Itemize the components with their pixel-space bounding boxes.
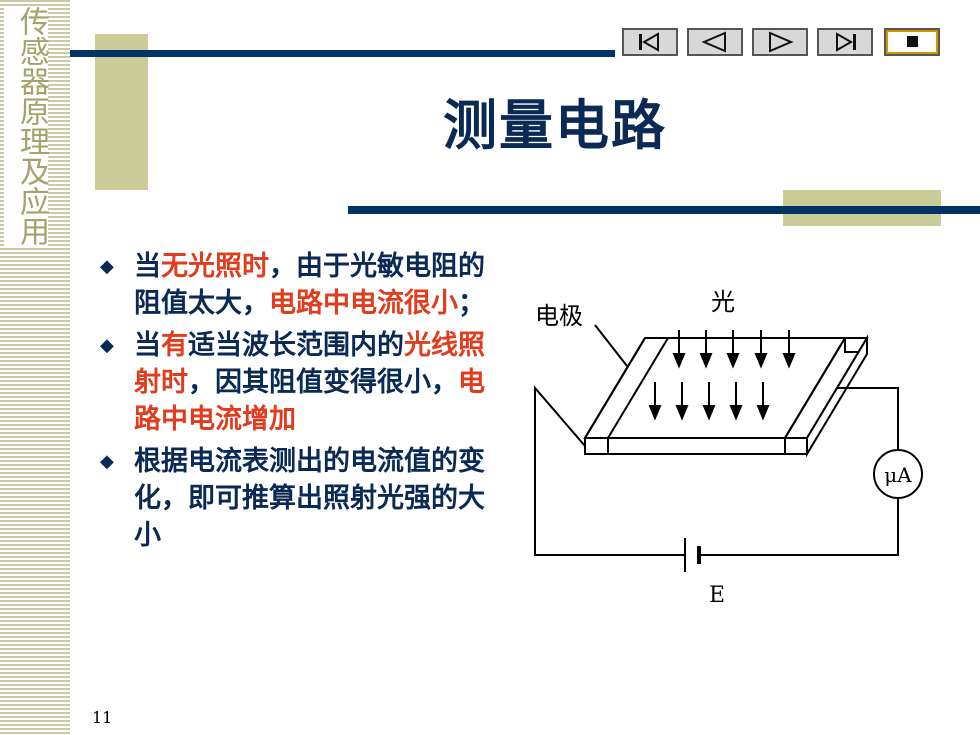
- header-rule: [70, 50, 615, 57]
- bullet-item: ◆ 当有适当波长范围内的光线照射时，因其阻值变得很小，电路中电流增加: [98, 327, 498, 438]
- page-number: 11: [92, 708, 113, 727]
- nav-next-button[interactable]: [752, 28, 808, 56]
- nav-previous-button[interactable]: [687, 28, 743, 56]
- title-rule: [348, 206, 980, 214]
- photoresistor-front-face: [584, 437, 808, 455]
- diamond-bullet-icon: ◆: [100, 451, 114, 472]
- bullet-item: ◆ 根据电流表测出的电流值的变化，即可推算出照射光强的大小: [98, 443, 498, 554]
- ammeter-label: μA: [884, 463, 912, 487]
- decor-block-left: [95, 34, 148, 190]
- nav-first-button[interactable]: [622, 28, 678, 56]
- photoresistor-circuit-diagram: 电极 光 μA E: [534, 288, 923, 608]
- previous-slide-icon: [701, 31, 726, 53]
- light-label: 光: [711, 288, 735, 316]
- ammeter-circle: [873, 449, 923, 499]
- electrode-label: 电极: [535, 302, 583, 330]
- first-slide-icon: [639, 32, 659, 52]
- diamond-bullet-icon: ◆: [100, 256, 114, 277]
- left-wire: [534, 385, 685, 556]
- slide-title: 测量电路: [443, 93, 667, 157]
- photoresistor-top-face: [583, 337, 847, 439]
- stop-icon: [888, 32, 936, 52]
- right-wire: [837, 387, 899, 450]
- diamond-bullet-icon: ◆: [100, 335, 114, 356]
- next-slide-icon: [769, 31, 794, 53]
- nav-stop-button[interactable]: [884, 28, 940, 56]
- bullet-list: ◆ 当无光照时，由于光敏电阻的阻值太大，电路中电流很小； ◆ 当有适当波长范围内…: [98, 248, 498, 559]
- bottom-wire: [699, 498, 899, 556]
- bullet-item: ◆ 当无光照时，由于光敏电阻的阻值太大，电路中电流很小；: [98, 248, 498, 322]
- last-slide-icon: [836, 32, 856, 52]
- electrode-leader-line: [594, 324, 628, 367]
- battery-label: E: [709, 583, 725, 608]
- sidebar-course-title: 传感器原理及应用: [4, 6, 49, 246]
- nav-last-button[interactable]: [817, 28, 873, 56]
- light-arrows: [648, 330, 796, 421]
